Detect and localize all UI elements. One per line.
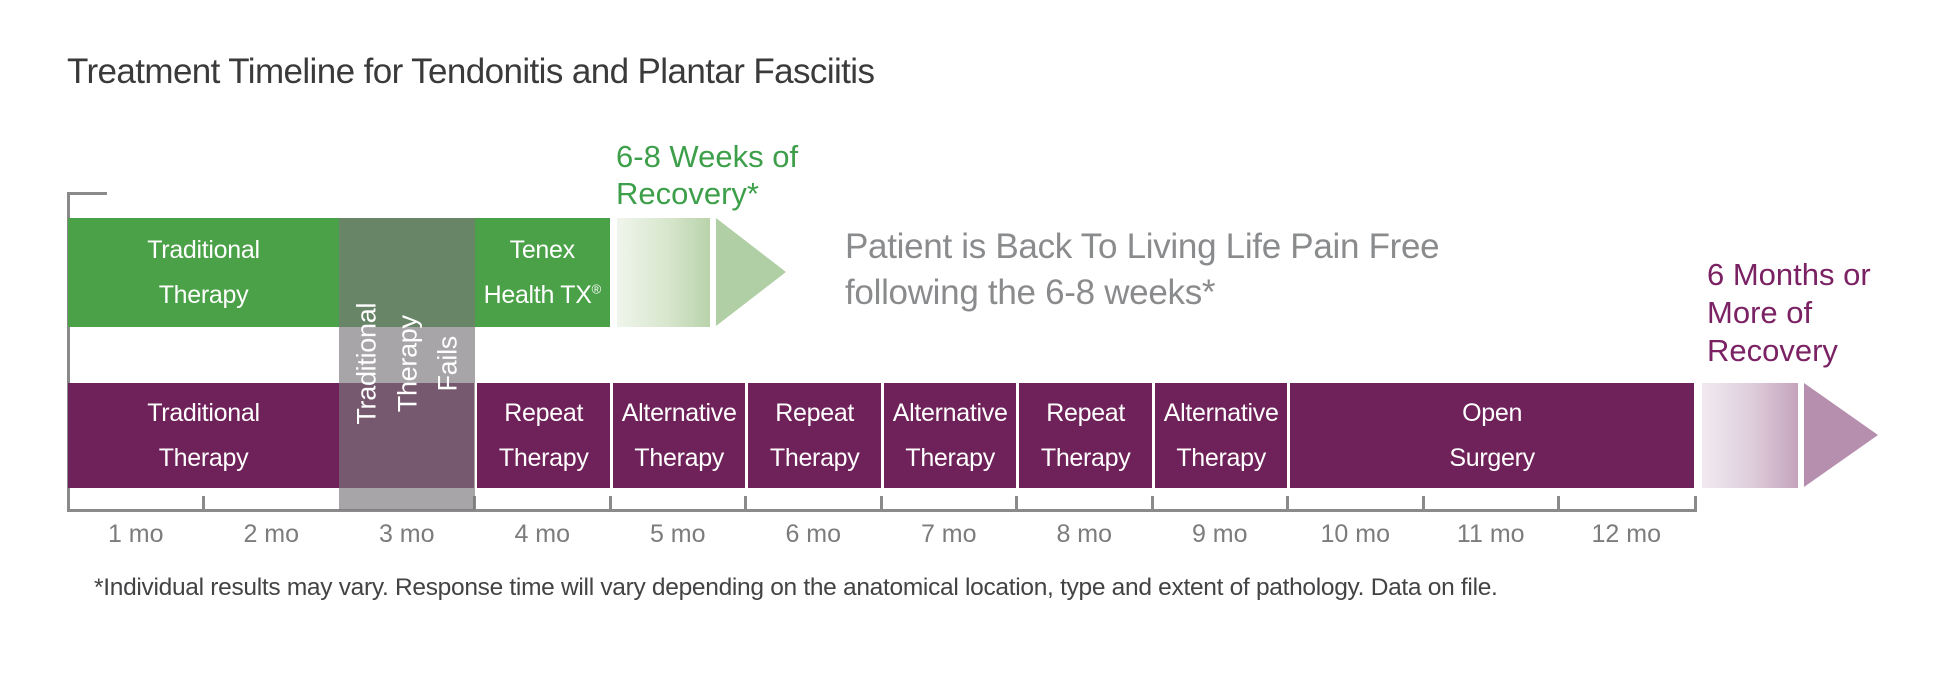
- axis-tick-8: [1151, 496, 1154, 510]
- month-label-11: 11 mo: [1456, 520, 1525, 548]
- axis-left-vertical-line: [67, 192, 70, 511]
- month-label-6: 6 mo: [785, 520, 842, 548]
- tenex-label-wrap: Tenex Health TX®: [483, 228, 602, 318]
- green-recovery-arrow-head: [716, 218, 786, 326]
- month-label-1: 1 mo: [107, 520, 164, 548]
- axis-tick-6: [880, 496, 883, 510]
- tenex-label: Tenex Health TX: [483, 235, 592, 309]
- purple-therapy-bar: Traditional Therapy Repeat Therapy Alter…: [68, 383, 1694, 488]
- purple-recovery-arrow-body: [1702, 383, 1798, 488]
- green-segment-tenex-health-tx: Tenex Health TX®: [475, 218, 611, 327]
- month-label-2: 2 mo: [243, 520, 300, 548]
- patient-outcome-message: Patient is Back To Living Life Pain Free…: [845, 227, 1440, 313]
- axis-tick-11: [1557, 496, 1560, 510]
- month-label-7: 7 mo: [920, 520, 977, 548]
- purple-segment-repeat-therapy-3: Repeat Therapy: [1016, 383, 1151, 488]
- month-label-9: 9 mo: [1191, 520, 1248, 548]
- axis-tick-1: [202, 496, 205, 510]
- purple-segment-alternative-therapy-2: Alternative Therapy: [880, 383, 1016, 488]
- month-label-4: 4 mo: [514, 520, 571, 548]
- tenex-trademark: ®: [591, 281, 602, 297]
- footnote: *Individual results may vary. Response t…: [94, 574, 1498, 601]
- axis-tick-4: [609, 496, 612, 510]
- month-label-row: 1 mo 2 mo 3 mo 4 mo 5 mo 6 mo 7 mo 8 mo …: [68, 520, 1694, 552]
- timeline-axis: [67, 509, 1697, 512]
- purple-recovery-heading: 6 Months or More of Recovery: [1707, 257, 1871, 368]
- green-recovery-arrow-body: [617, 218, 710, 327]
- axis-tick-9: [1286, 496, 1289, 510]
- purple-segment-repeat-therapy-1: Repeat Therapy: [474, 383, 609, 488]
- therapy-fails-label: Traditional Therapy Fails: [351, 303, 463, 425]
- axis-tick-12: [1694, 496, 1697, 510]
- axis-tick-5: [744, 496, 747, 510]
- axis-top-bracket-line: [67, 192, 107, 195]
- page-title: Treatment Timeline for Tendonitis and Pl…: [67, 52, 875, 91]
- month-label-8: 8 mo: [1056, 520, 1113, 548]
- purple-segment-open-surgery: Open Surgery: [1287, 383, 1694, 488]
- therapy-fails-band: Traditional Therapy Fails: [339, 218, 475, 510]
- axis-tick-7: [1015, 496, 1018, 510]
- axis-tick-10: [1422, 496, 1425, 510]
- purple-recovery-arrow-head: [1804, 383, 1878, 487]
- month-label-3: 3 mo: [378, 520, 435, 548]
- month-label-12: 12 mo: [1591, 520, 1661, 548]
- purple-segment-alternative-therapy-1: Alternative Therapy: [609, 383, 745, 488]
- month-label-10: 10 mo: [1320, 520, 1390, 548]
- purple-segment-alternative-therapy-3: Alternative Therapy: [1151, 383, 1287, 488]
- month-label-5: 5 mo: [649, 520, 706, 548]
- purple-segment-repeat-therapy-2: Repeat Therapy: [745, 383, 880, 488]
- purple-segment-traditional-therapy: Traditional Therapy: [147, 398, 260, 472]
- green-segment-traditional-therapy: Traditional Therapy: [147, 235, 260, 309]
- green-recovery-heading: 6-8 Weeks of Recovery*: [616, 139, 799, 211]
